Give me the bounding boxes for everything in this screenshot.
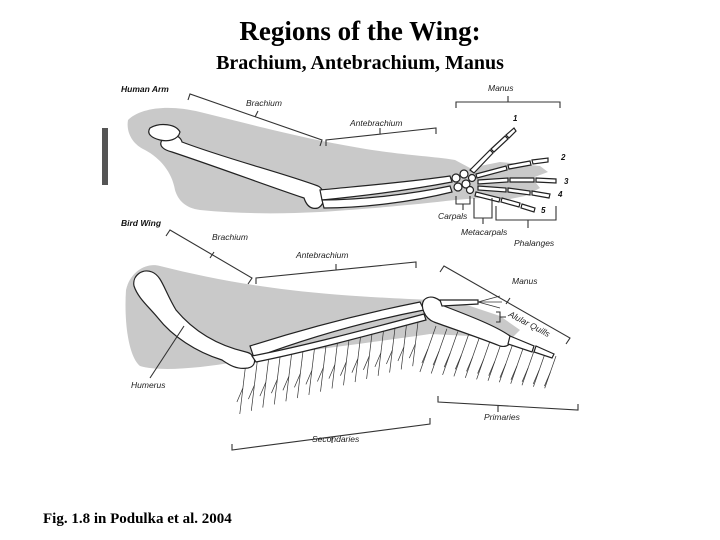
feather-barb: [532, 369, 540, 385]
feather-barb: [408, 343, 416, 359]
human-carpals-bracket: [455, 196, 471, 210]
digit-number-2: 2: [560, 153, 566, 162]
human-brachium-bracket: [187, 93, 323, 147]
feather-barb: [340, 361, 347, 376]
feather-barb: [510, 365, 518, 380]
human-antebrachium-bracket: [325, 127, 437, 146]
human-brachium-label: Brachium: [246, 98, 282, 108]
feather-barb: [363, 355, 370, 370]
human-phalanges-label: Phalanges: [514, 238, 555, 248]
feather-barb: [259, 381, 267, 397]
bird-secondaries-label: Secondaries: [312, 434, 360, 444]
bird-secondaries-bracket: [231, 418, 431, 451]
feather-barb: [454, 355, 462, 370]
human-scapula: [148, 123, 181, 142]
feather-barb: [317, 367, 324, 382]
human-carpals: [451, 169, 477, 195]
bird-manus-label: Manus: [512, 276, 538, 286]
bird-alular-quills-bracket: [496, 311, 506, 323]
feather-shaft: [533, 353, 546, 387]
human-metacarpals-label: Metacarpals: [461, 227, 508, 237]
bird-brachium-label: Brachium: [212, 232, 248, 242]
human-humerus: [160, 134, 325, 209]
scale-bar: [102, 128, 108, 185]
feather-barb: [248, 384, 255, 400]
feather-barb: [328, 364, 336, 379]
feather-barb: [488, 361, 496, 376]
feather-shaft: [354, 335, 362, 383]
human-manus-bracket: [455, 96, 561, 108]
feather-barb: [305, 370, 313, 385]
feather-barb: [521, 367, 529, 383]
page-title: Regions of the Wing:: [239, 16, 481, 46]
feather-barb: [236, 387, 244, 403]
feather-barb: [386, 349, 393, 365]
feather-shaft: [250, 359, 258, 411]
bird-antebrachium-bracket: [255, 261, 417, 284]
feather-barb: [466, 357, 473, 372]
human-carpals-label: Carpals: [438, 211, 468, 221]
feather-barb: [397, 346, 405, 362]
human-digits-bones: [469, 127, 557, 213]
feather-shaft: [412, 321, 419, 367]
bird-brachium-bracket: [165, 229, 253, 285]
feather-barb: [443, 353, 451, 368]
human-phalanges-bracket: [495, 206, 557, 228]
figure-caption: Fig. 1.8 in Podulka et al. 2004: [43, 511, 232, 527]
bird-humerus-label: Humerus: [131, 380, 166, 390]
digit-number-4: 4: [557, 190, 563, 199]
human-ulna: [321, 185, 453, 209]
feather-barb: [421, 348, 429, 364]
feather-barb: [351, 358, 359, 373]
digit-number-3: 3: [564, 177, 569, 186]
feather-barb: [477, 359, 484, 374]
feather-shaft: [389, 327, 396, 373]
human-manus-label: Manus: [488, 83, 514, 93]
feather-shaft: [419, 325, 437, 373]
page-subtitle: Brachium, Antebrachium, Manus: [216, 52, 504, 74]
primary-feathers: [419, 325, 557, 389]
feather-barb: [432, 350, 440, 366]
bird-manus-bracket: [439, 265, 571, 345]
human-metacarpals-bracket: [473, 198, 493, 224]
bird-digit-bones: [507, 335, 555, 359]
feather-barb: [271, 379, 278, 394]
human-arm-figure: Human Arm: [121, 83, 569, 248]
bird-radius: [250, 313, 427, 363]
bird-primaries-bracket: [437, 396, 579, 412]
bird-wing-flesh: [125, 265, 520, 369]
bird-antebrachium-label: Antebrachium: [295, 250, 348, 260]
feather-barb: [294, 373, 301, 388]
secondary-feathers: [236, 321, 419, 415]
bird-alula: [439, 299, 479, 307]
feather-barb: [544, 371, 551, 387]
feather-shaft: [487, 342, 502, 381]
digit-number-5: 5: [541, 206, 546, 215]
feather-barb: [374, 352, 382, 368]
human-arm-heading: Human Arm: [121, 84, 169, 94]
feather-barb: [499, 363, 507, 378]
bird-humerus-pointer: [149, 325, 185, 379]
bird-primaries-label: Primaries: [484, 412, 521, 422]
bird-wing-heading: Bird Wing: [121, 218, 162, 228]
digit-number-1: 1: [513, 114, 518, 123]
human-radius: [319, 175, 453, 201]
alular-quills-feathers: [477, 295, 502, 309]
human-antebrachium-label: Antebrachium: [349, 118, 402, 128]
bird-wing-figure: Bird Wing Brachium Antebrachium Manus: [121, 218, 579, 451]
feather-shaft: [343, 337, 350, 386]
feather-barb: [282, 376, 290, 391]
